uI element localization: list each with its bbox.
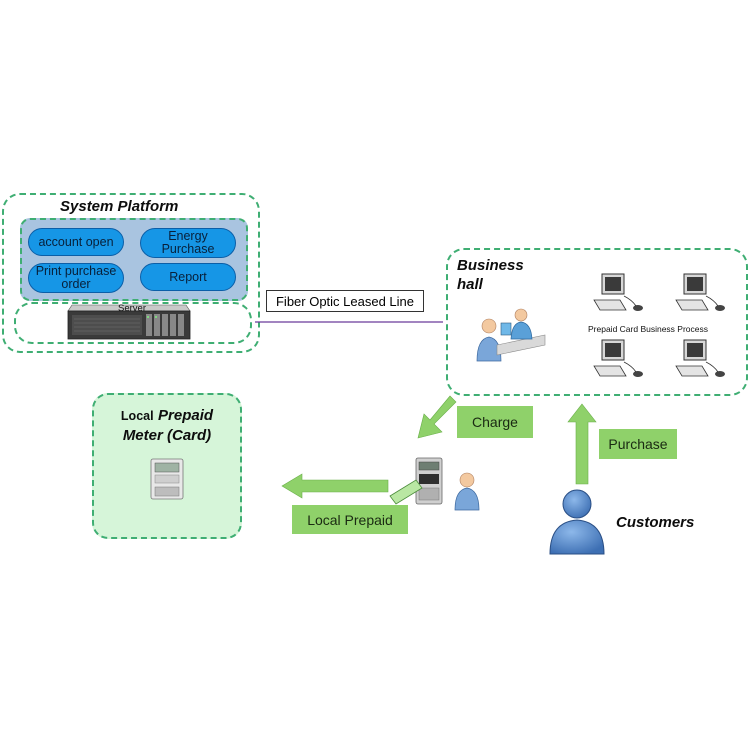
customer-person-icon <box>549 489 605 555</box>
purchase-arrow <box>567 403 597 485</box>
server-icon <box>67 304 191 340</box>
system-platform-title: System Platform <box>60 198 179 215</box>
charge-arrow <box>417 395 457 439</box>
electric-meter-icon <box>150 458 184 500</box>
computer-icon <box>675 273 725 311</box>
clerk-at-desk-icon <box>476 308 546 362</box>
operator-person-icon <box>454 472 480 511</box>
charge-label: Charge <box>457 406 533 438</box>
account-open-button[interactable]: account open <box>28 228 124 256</box>
computer-icon <box>593 273 643 311</box>
local-prepaid-label: Local Prepaid <box>292 505 408 534</box>
prepaid-card-process-label: Prepaid Card Business Process <box>588 324 709 334</box>
local-prepaid-arrow <box>281 473 389 499</box>
report-button[interactable]: Report <box>140 263 236 291</box>
business-hall-title: Business hall <box>457 257 524 293</box>
computer-icon <box>593 339 643 377</box>
print-purchase-order-button[interactable]: Print purchase order <box>28 263 124 293</box>
local-meter-title-plain: Local <box>120 409 154 423</box>
local-meter-title: Local Prepaid Meter (Card) <box>100 406 234 445</box>
local-meter-title-italic: Prepaid Meter (Card) <box>122 407 214 444</box>
server-area <box>14 302 252 344</box>
energy-purchase-button[interactable]: Energy Purchase <box>140 228 236 258</box>
customers-label: Customers <box>616 514 695 531</box>
fiber-optic-line <box>255 321 443 323</box>
server-label: Server <box>118 303 146 314</box>
local-meter-container <box>92 393 242 539</box>
computer-icon <box>675 339 725 377</box>
business-hall-container <box>446 248 748 396</box>
fiber-optic-label: Fiber Optic Leased Line <box>266 290 424 312</box>
purchase-label: Purchase <box>599 429 677 459</box>
system-platform-container <box>2 193 260 353</box>
meter-with-card-icon <box>389 457 443 505</box>
